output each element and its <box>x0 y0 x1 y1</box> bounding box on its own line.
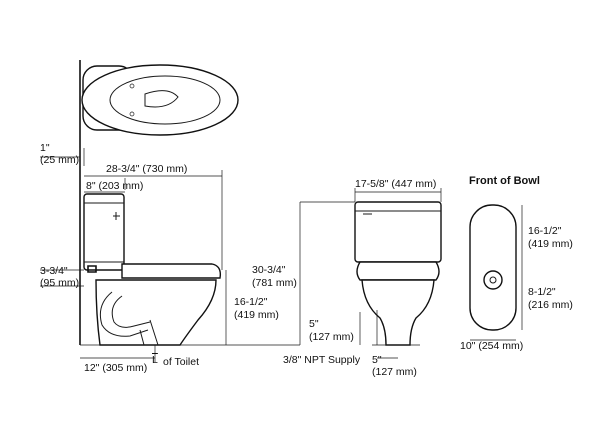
dim-5v-label: 5" <box>309 318 319 330</box>
dim-30-mm-label: (781 mm) <box>252 277 297 289</box>
dim-16-side-label: 16-1/2" <box>234 296 268 308</box>
centerline-symbol: L <box>152 354 158 366</box>
dim-12-label: 12" (305 mm) <box>84 362 148 374</box>
centerline-label: of Toilet <box>163 356 199 368</box>
dim-5h-label: 5" <box>372 354 382 366</box>
dim-5v-mm-label: (127 mm) <box>309 331 354 343</box>
dim-5h-mm-label: (127 mm) <box>372 366 417 378</box>
dim-1in-mm-label: (25 mm) <box>40 154 80 166</box>
dim-16-side-mm-label: (419 mm) <box>234 309 279 321</box>
dim-1in-label: 1" <box>40 142 50 154</box>
dim-28-label: 28-3/4" (730 mm) <box>106 163 188 175</box>
top-view-bowl <box>81 64 239 136</box>
supply-label: 3/8" NPT Supply <box>283 354 361 366</box>
side-view-toilet <box>83 178 222 346</box>
dimension-lines <box>40 148 523 362</box>
front-view-toilet <box>354 201 442 346</box>
front-of-bowl-view <box>469 204 517 331</box>
front-of-bowl-title: Front of Bowl <box>469 175 540 187</box>
dim-16-front-mm-label: (419 mm) <box>528 238 573 250</box>
dim-10-label: 10" (254 mm) <box>460 340 524 352</box>
dim-17-label: 17-5/8" (447 mm) <box>355 178 437 190</box>
dim-3-mm-label: (95 mm) <box>40 277 80 289</box>
dim-3-label: 3-3/4" <box>40 265 68 277</box>
dim-8h-label: 8-1/2" <box>528 286 556 298</box>
dim-8-label: 8" (203 mm) <box>86 180 144 192</box>
dim-30-label: 30-3/4" <box>252 264 286 276</box>
dim-8h-mm-label: (216 mm) <box>528 299 573 311</box>
dim-16-front-label: 16-1/2" <box>528 225 562 237</box>
